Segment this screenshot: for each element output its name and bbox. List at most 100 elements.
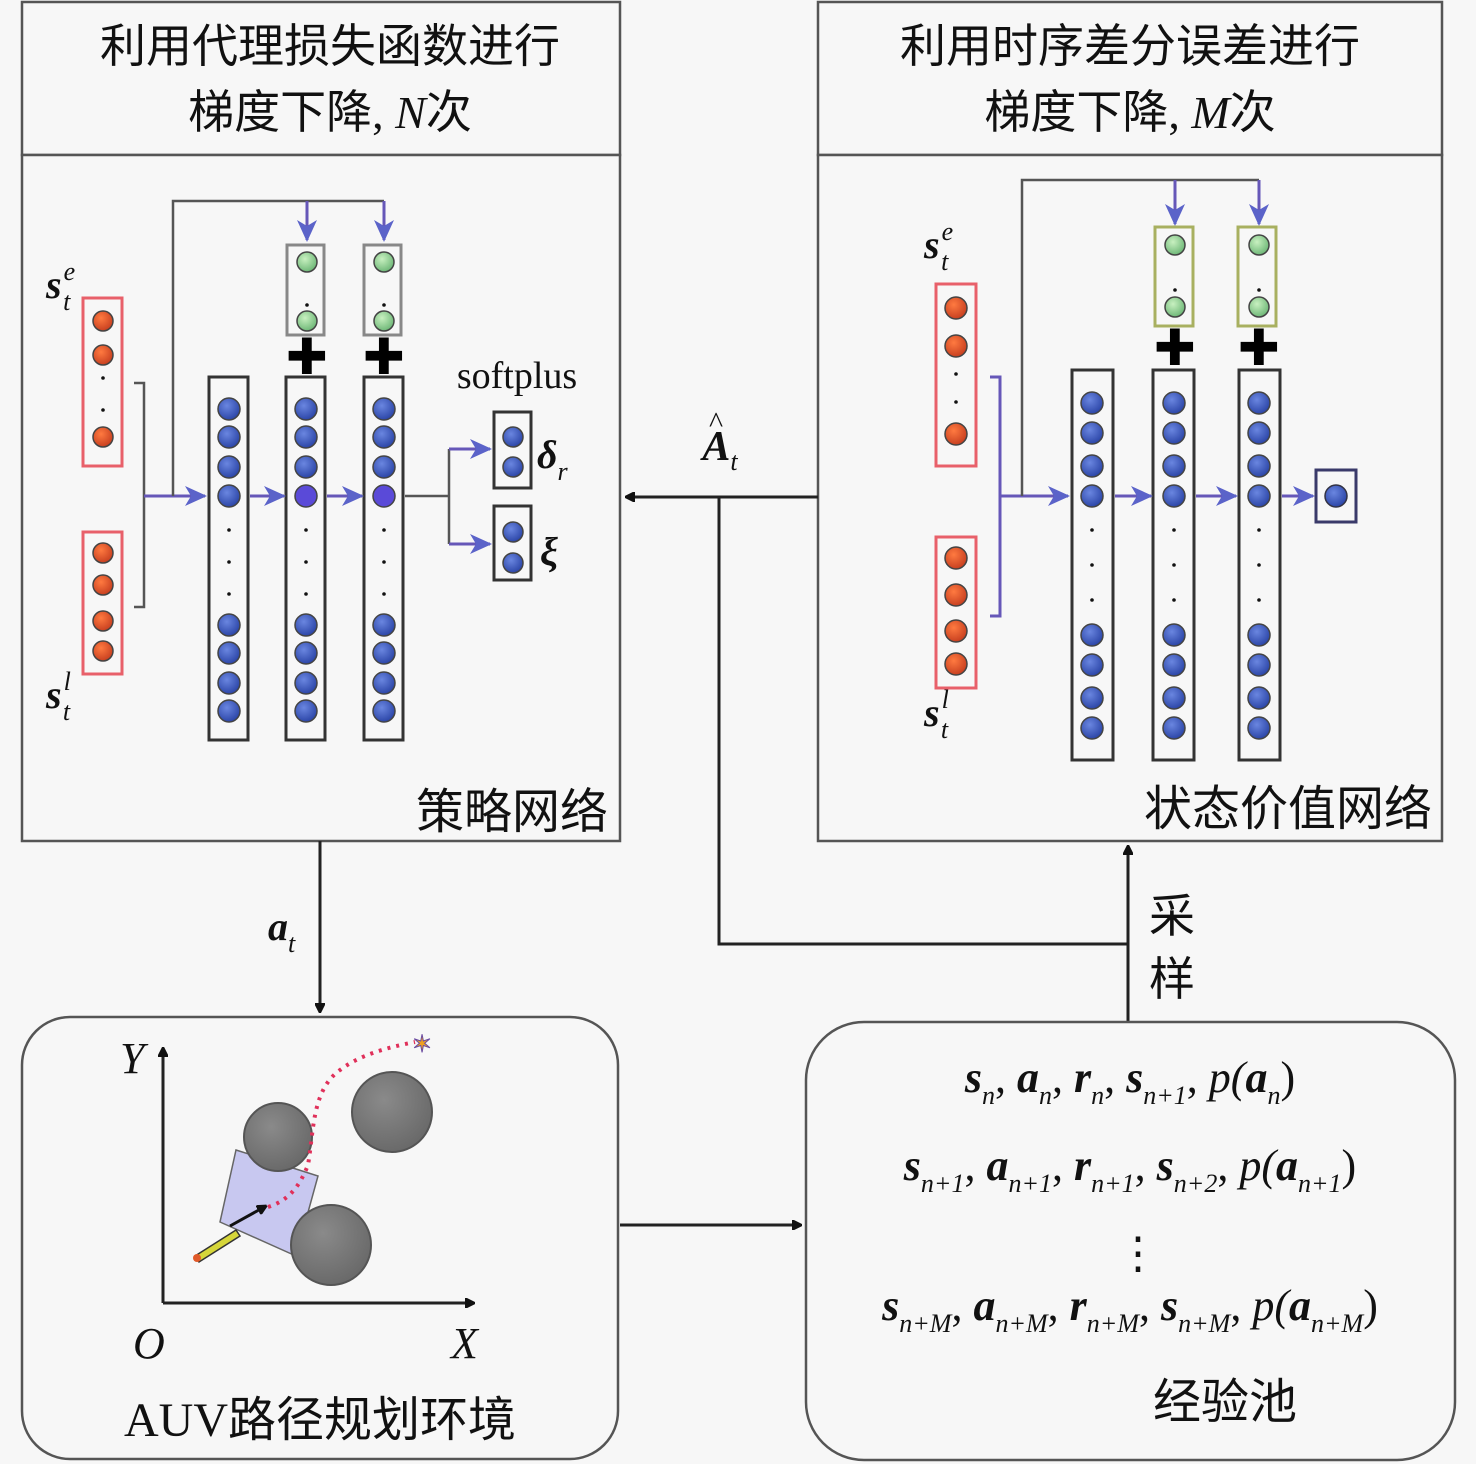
value-residual-box-1 (1153, 225, 1195, 328)
hidden-node (294, 613, 318, 637)
sampling-label-2: 样 (1149, 954, 1195, 1005)
ellipsis-dot (304, 528, 308, 532)
ellipsis-dot (1172, 563, 1176, 567)
value-network-box (816, 153, 1444, 843)
ellipsis-dot (101, 408, 105, 412)
value-title-box (816, 0, 1444, 157)
value-input-sl-box (934, 535, 978, 690)
advantage-label: At (699, 424, 738, 476)
softplus-label: softplus (457, 355, 577, 397)
ellipsis-dot (1090, 528, 1094, 532)
obstacle-2 (351, 1071, 433, 1153)
y-axis-label: Y (120, 1034, 149, 1083)
buffer-transition-row: sn+M, an+M, rn+M, sn+M, p(an+M) (881, 1281, 1378, 1338)
value-hidden-layer-1 (1070, 368, 1115, 762)
hidden-node (1247, 391, 1271, 415)
origin-label: O (133, 1319, 165, 1368)
value-network-label: 状态价值网络 (1144, 783, 1432, 836)
value-title-line2: 梯度下降, M次 (984, 87, 1275, 138)
hidden-node (372, 613, 396, 637)
replay-buffer-panel: sn, an, rn, sn+1, p(an)sn+1, an+1, rn+1,… (804, 1020, 1457, 1462)
advantage-feed-line (717, 497, 1128, 946)
policy-hidden-layer-2 (284, 375, 327, 742)
ellipsis-dot (305, 303, 309, 307)
policy-plus-icon-2: ✚ (363, 328, 405, 386)
value-output-node (1324, 484, 1348, 508)
output-node-delta (502, 456, 524, 478)
obstacle-1 (243, 1102, 313, 1172)
residual-node (373, 251, 395, 273)
residual-node (373, 310, 395, 332)
input-node-se (944, 422, 968, 446)
hidden-node (1080, 484, 1104, 508)
hidden-node (217, 641, 241, 665)
value-skip-connection (1020, 178, 1259, 496)
advantage-hat: ^ (709, 406, 723, 439)
hidden-node (217, 455, 241, 479)
ellipsis-dot (1257, 288, 1261, 292)
residual-node (296, 310, 318, 332)
ellipsis-dot (1173, 288, 1177, 292)
ellipsis-dot (1172, 528, 1176, 532)
input-node-se (92, 426, 114, 448)
input-node-sl (92, 574, 114, 596)
policy-input-se-box (81, 296, 124, 468)
ellipsis-dot (954, 372, 958, 376)
hidden-node (1162, 484, 1186, 508)
policy-residual-box-1 (285, 243, 326, 337)
hidden-node (1247, 454, 1271, 478)
policy-skip-connection (171, 199, 384, 496)
ellipsis-dot (1257, 528, 1261, 532)
replay-buffer-label: 经验池 (1153, 1376, 1297, 1429)
hidden-node (1247, 716, 1271, 740)
hidden-node (294, 397, 318, 421)
hidden-node (1162, 686, 1186, 710)
ellipsis-dot (101, 376, 105, 380)
obstacle-3 (290, 1204, 372, 1286)
ellipsis-dot (1172, 598, 1176, 602)
policy-residual-box-2 (362, 243, 403, 337)
hidden-node (217, 699, 241, 723)
value-output-box (1314, 468, 1358, 524)
ellipsis-dot (382, 592, 386, 596)
hidden-node (217, 671, 241, 695)
residual-node (1164, 234, 1186, 256)
hidden-node (1080, 653, 1104, 677)
hidden-node (217, 613, 241, 637)
residual-node (1248, 234, 1270, 256)
hidden-node (294, 699, 318, 723)
goal-star-icon: ✶ (412, 1030, 432, 1058)
input-node-se (92, 344, 114, 366)
ellipsis-dot (382, 528, 386, 532)
input-node-sl (92, 640, 114, 662)
replay-buffer-box (804, 1020, 1457, 1462)
hidden-node (1162, 623, 1186, 647)
value-title-line1: 利用时序差分误差进行 (900, 21, 1360, 72)
hidden-node (372, 425, 396, 449)
hidden-node (1247, 653, 1271, 677)
auv-icon (193, 1228, 242, 1264)
ellipsis-dot (304, 592, 308, 596)
hidden-node (294, 484, 318, 508)
output-node-delta (502, 426, 524, 448)
policy-output-split (405, 449, 451, 544)
hidden-node (1080, 454, 1104, 478)
ellipsis-dot (227, 592, 231, 596)
policy-title-line1: 利用代理损失函数进行 (100, 21, 560, 72)
hidden-node (1162, 391, 1186, 415)
sampling-label-1: 采 (1149, 891, 1195, 942)
hidden-node (1162, 421, 1186, 445)
policy-output-xi-box (492, 504, 533, 582)
hidden-node (1162, 454, 1186, 478)
hidden-node (372, 397, 396, 421)
hidden-node (1080, 421, 1104, 445)
hidden-node (372, 699, 396, 723)
value-residual-box-2 (1236, 225, 1278, 328)
value-hidden-layer-3 (1237, 368, 1282, 762)
hidden-node (1162, 716, 1186, 740)
output-delta-label: δr (537, 432, 569, 486)
input-node-sl (944, 583, 968, 607)
